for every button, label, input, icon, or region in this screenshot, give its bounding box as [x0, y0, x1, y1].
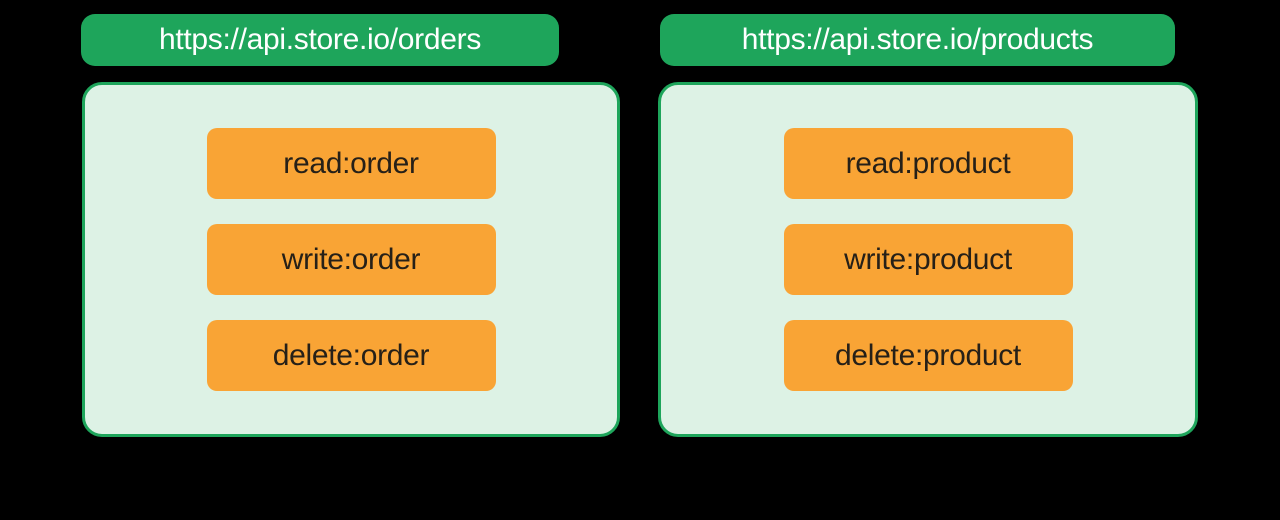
- scope-chip-write-product: write:product: [783, 224, 1073, 295]
- products-api-url-badge: https://api.store.io/products: [660, 14, 1175, 66]
- scope-chip-read-order: read:order: [206, 128, 496, 199]
- products-api-card: read:product write:product delete:produc…: [658, 82, 1198, 437]
- orders-api-url-badge: https://api.store.io/orders: [81, 14, 559, 66]
- scope-chip-delete-order: delete:order: [206, 320, 496, 391]
- scope-chip-write-order: write:order: [206, 224, 496, 295]
- scope-chip-delete-product: delete:product: [783, 320, 1073, 391]
- products-api-url-label: https://api.store.io/products: [741, 23, 1094, 56]
- scope-chip-read-product: read:product: [783, 128, 1073, 199]
- orders-api-url-label: https://api.store.io/orders: [158, 23, 482, 56]
- orders-api-card: read:order write:order delete:order: [82, 82, 620, 437]
